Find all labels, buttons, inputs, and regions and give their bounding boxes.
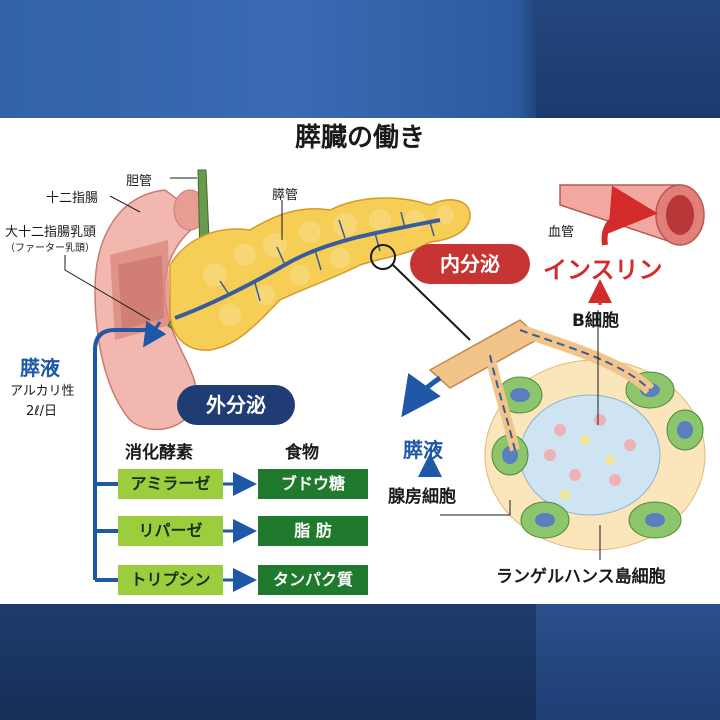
label-insulin: インスリン (543, 256, 663, 284)
enzyme-box-1: アミラーゼ (118, 469, 223, 499)
juice-out-arrow (401, 373, 442, 418)
table-header-enzyme: 消化酵素 (125, 443, 193, 463)
bottom-band-panel (536, 604, 720, 720)
top-band-panel (536, 0, 720, 118)
label-bile-duct: 胆管 (126, 174, 153, 189)
label-blood-vessel: 血管 (548, 225, 575, 240)
food-box-1: ブドウ糖 (258, 469, 368, 499)
label-juice-left: 膵液 (20, 356, 60, 380)
page-title: 膵臓の働き (294, 123, 425, 153)
endocrine-pill: 内分泌 (410, 244, 530, 284)
label-duodenum: 十二指腸 (46, 191, 99, 206)
food-box-2: 脂 肪 (258, 516, 368, 546)
label-papilla-alt: （ファーター乳頭） (5, 243, 95, 254)
enzyme-box-3: トリプシン (118, 565, 223, 595)
label-alkaline: アルカリ性 (10, 384, 75, 399)
bottom-band (0, 604, 720, 720)
blood-vessel-shape (559, 184, 705, 247)
food-box-3: タンパク質 (258, 565, 368, 595)
islet-magnified (484, 359, 706, 551)
label-acinar-cell: 腺房細胞 (388, 487, 456, 507)
acinar-ducts (428, 319, 655, 452)
enzyme-box-2: リパーゼ (118, 516, 223, 546)
insulin-to-vessel-arrow (601, 185, 658, 246)
magnifier-circle (370, 244, 396, 270)
top-band (0, 0, 720, 118)
juice-flow-line (93, 328, 150, 580)
label-papilla: 大十二指腸乳頭 (5, 225, 97, 240)
pancreatic-duct-shape (174, 218, 441, 320)
exocrine-pill: 外分泌 (177, 385, 295, 425)
label-juice-right: 膵液 (403, 438, 443, 462)
label-volume: 2ℓ/日 (26, 404, 58, 419)
label-b-cell: B細胞 (572, 311, 619, 331)
label-langerhans: ランゲルハンス島細胞 (496, 567, 666, 587)
table-header-food: 食物 (285, 443, 319, 463)
label-pancreatic-duct: 膵管 (272, 188, 299, 203)
pancreas-body (169, 197, 471, 351)
